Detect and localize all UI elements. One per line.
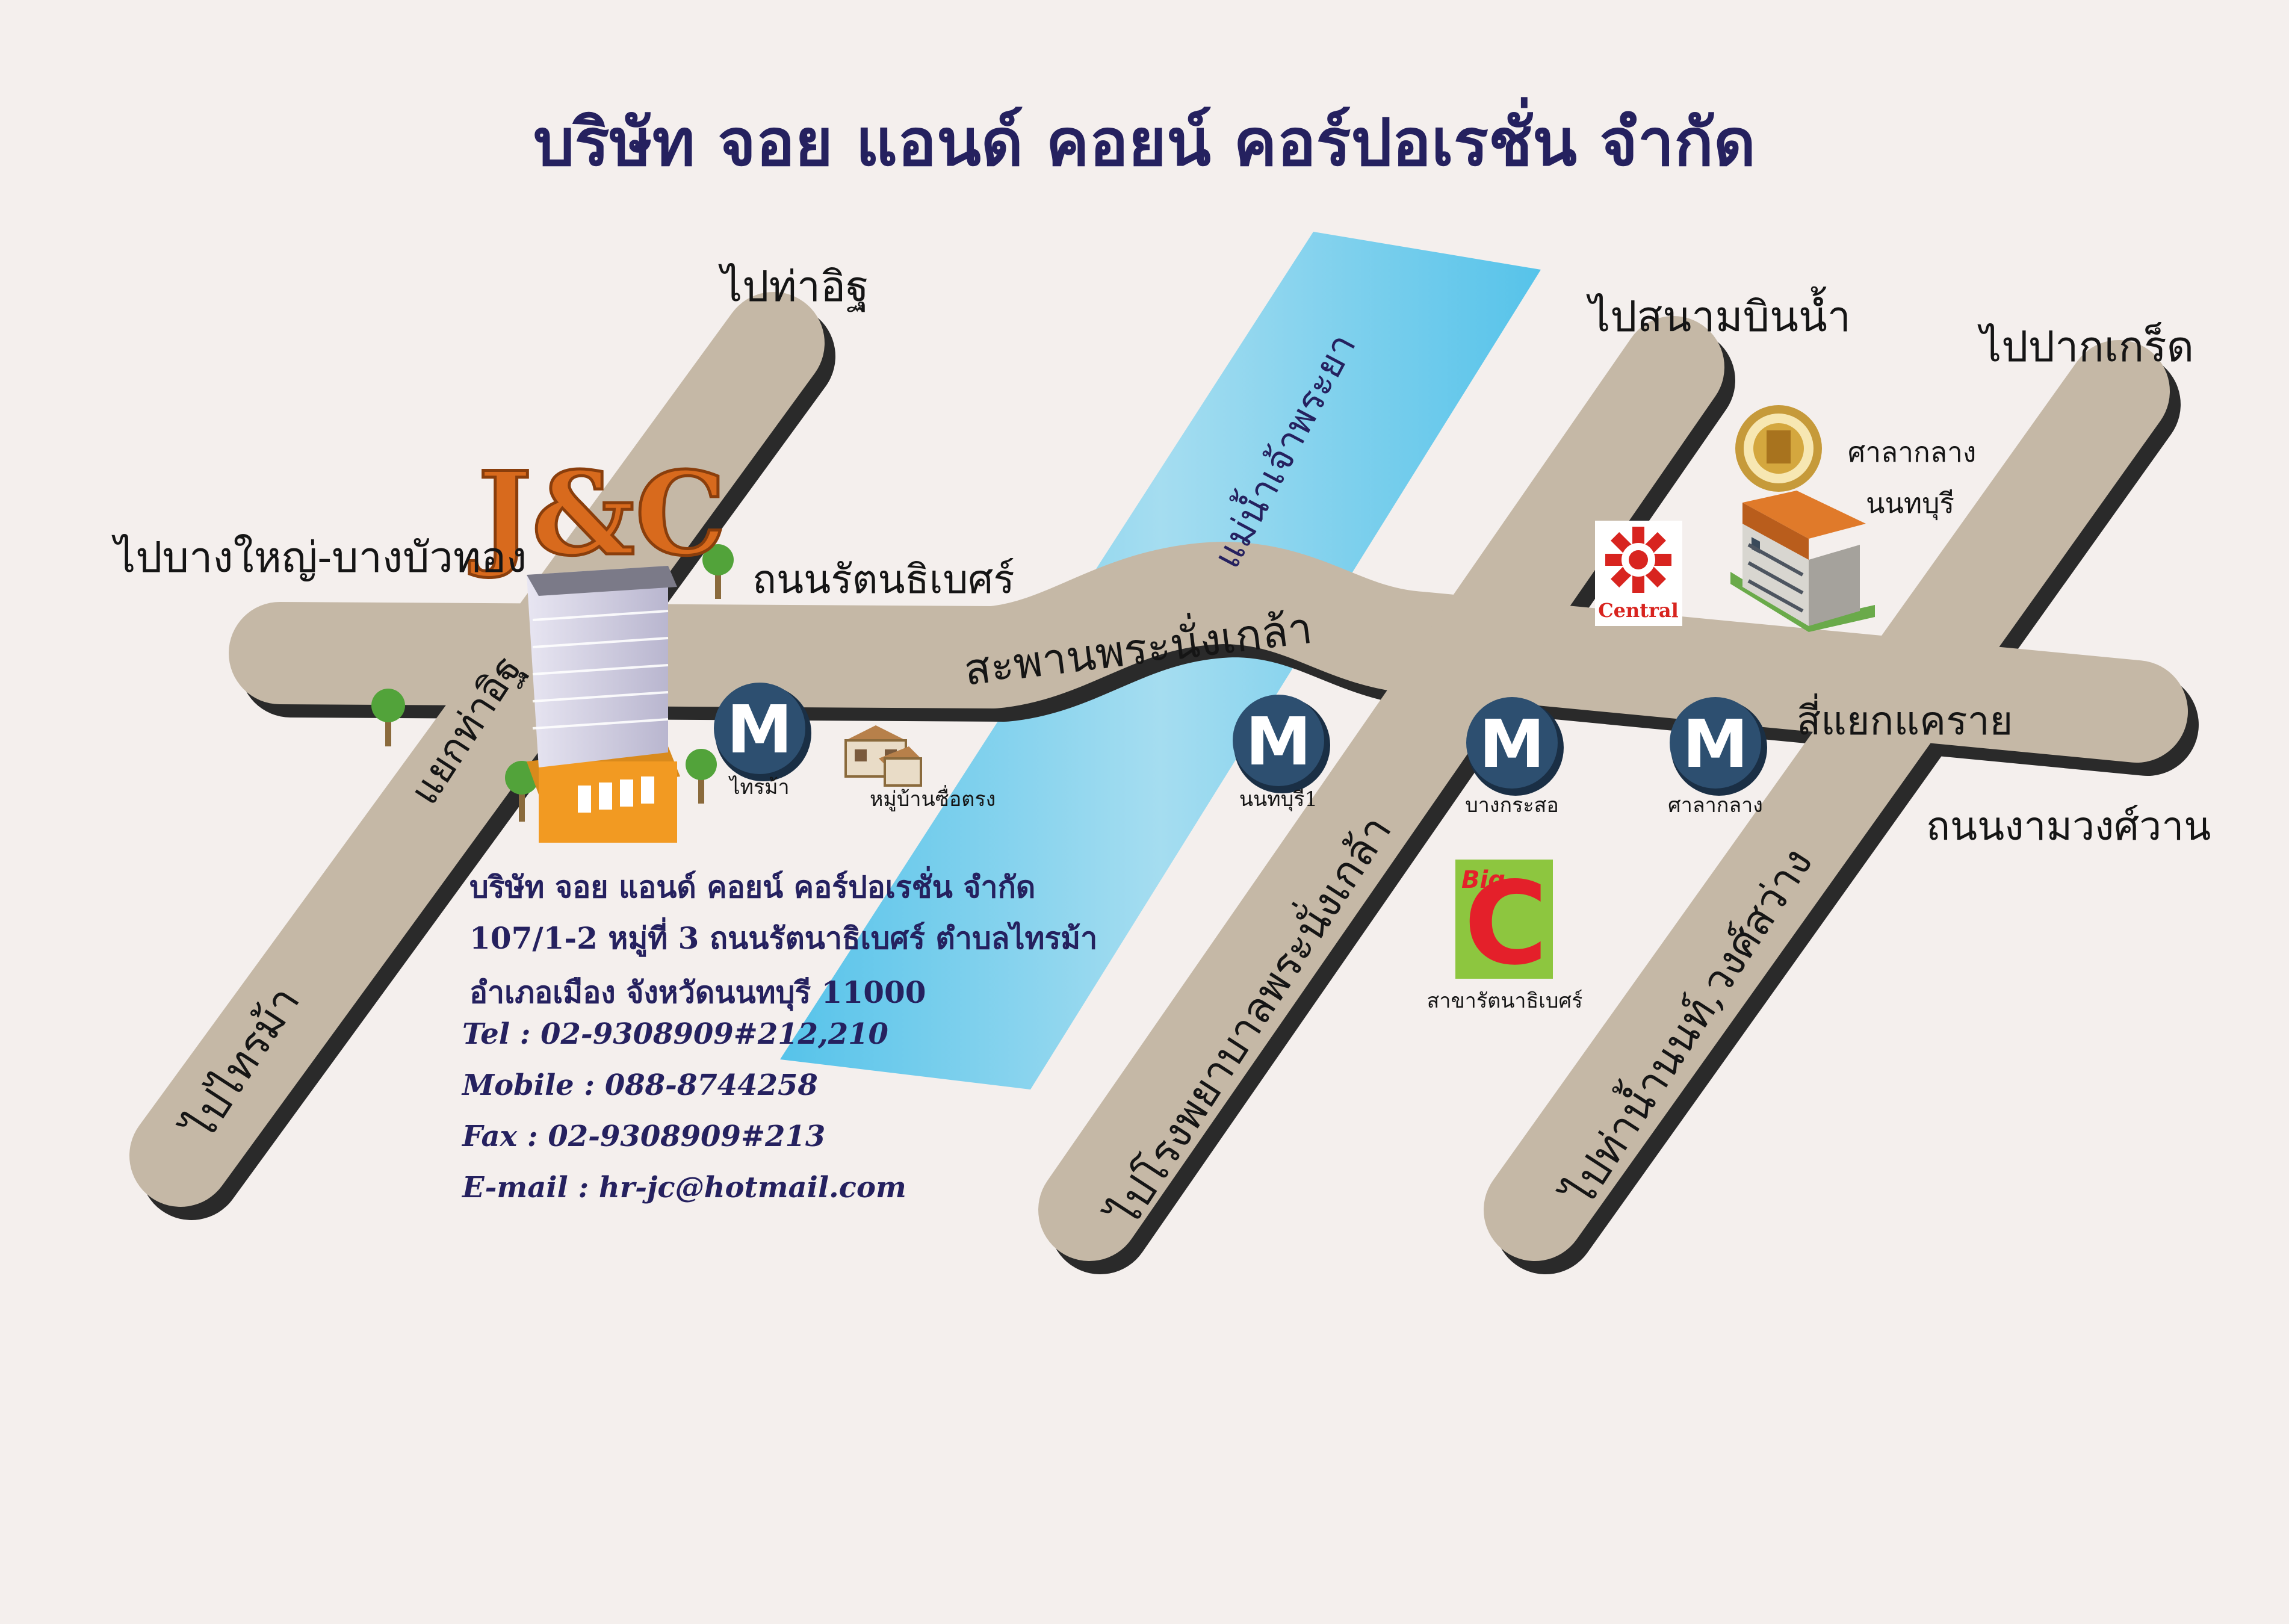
metro-station-icon-bang-kraso: M	[1466, 697, 1564, 796]
city-hall-building-icon	[1730, 491, 1875, 632]
tree-icon	[371, 689, 405, 746]
road-sanam-bin-nam	[1038, 316, 1724, 1261]
info-company-name: บริษัท จอย แอนด์ คอยน์ คอร์ปอเรชั่น จำกั…	[469, 869, 1036, 905]
page-title: บริษัท จอย แอนด์ คอยน์ คอร์ปอเรชั่น จำกั…	[533, 105, 1756, 181]
metro-stations: M M M M	[714, 683, 1767, 796]
bigc-logo: C Big	[1455, 857, 1553, 990]
info-tel: Tel : 02-9308909#212,210	[462, 1017, 888, 1051]
city-hall-seal-icon	[1735, 405, 1822, 492]
road-pak-kret	[1484, 340, 2170, 1261]
svg-text:M: M	[1245, 703, 1311, 780]
svg-text:C: C	[1464, 857, 1547, 990]
info-fax: Fax : 02-9308909#213	[462, 1120, 826, 1153]
metro-station-icon-nonthaburi-1: M	[1233, 695, 1330, 793]
roads	[129, 292, 2188, 1261]
label-rattanathibet-road: ถนนรัตนธิเบศร์	[752, 556, 1015, 603]
label-bigc-branch: สาขารัตนาธิเบศร์	[1426, 989, 1583, 1013]
metro-station-icon-sai-ma: M	[714, 683, 811, 781]
village-houses-icon	[844, 725, 922, 787]
central-logo: Central	[1595, 521, 1682, 626]
jc-logo: J&C	[469, 447, 726, 581]
svg-text:M: M	[726, 691, 792, 768]
label-to-bang-yai: ไปบางใหญ่-บางบัวทอง	[114, 533, 527, 582]
info-address-line1: 107/1-2 หมู่ที่ 3 ถนนรัตนาธิเบศร์ ตำบลไท…	[469, 920, 1098, 956]
label-city-hall-line1: ศาลากลาง	[1848, 436, 1977, 468]
station-name-sai-ma: ไทรม้า	[729, 775, 790, 799]
svg-text:M: M	[1682, 705, 1748, 783]
label-to-pak-kret: ไปปากเกร็ด	[1980, 322, 2195, 371]
metro-station-icon-sala-klang: M	[1670, 697, 1767, 796]
station-name-sala-klang: ศาลากลาง	[1668, 793, 1763, 817]
jc-building: J&C	[468, 445, 728, 843]
station-name-bang-kraso: บางกระสอ	[1465, 793, 1559, 817]
road-tha-it-sai-ma	[129, 292, 825, 1207]
label-khae-rai-junction: สี่แยกแคราย	[1797, 698, 2013, 744]
info-address-line2: อำเภอเมือง จังหวัดนนทบุรี 11000	[469, 975, 926, 1010]
svg-text:Central: Central	[1598, 599, 1679, 622]
svg-text:M: M	[1479, 705, 1544, 783]
info-mobile: Mobile : 088-8744258	[462, 1068, 818, 1102]
road-rattanathibet	[229, 542, 2188, 763]
station-name-nonthaburi-1: นนทบุรี1	[1239, 787, 1318, 811]
info-email[interactable]: E-mail : hr-jc@hotmail.com	[462, 1171, 906, 1204]
svg-text:Big: Big	[1461, 866, 1505, 894]
label-to-sanam-bin-nam: ไปสนามบินน้ำ	[1589, 292, 1851, 341]
label-city-hall-line2: นนทบุรี	[1866, 487, 1955, 519]
tree-icon	[702, 544, 734, 599]
label-village: หมู่บ้านซื่อตรง	[870, 787, 996, 811]
label-ngam-wong-wan-road: ถนนงามวงศ์วาน	[1926, 803, 2211, 849]
label-to-tha-it: ไปท่าอิฐ	[721, 262, 869, 311]
trees	[371, 544, 734, 822]
tree-icon	[686, 749, 717, 804]
